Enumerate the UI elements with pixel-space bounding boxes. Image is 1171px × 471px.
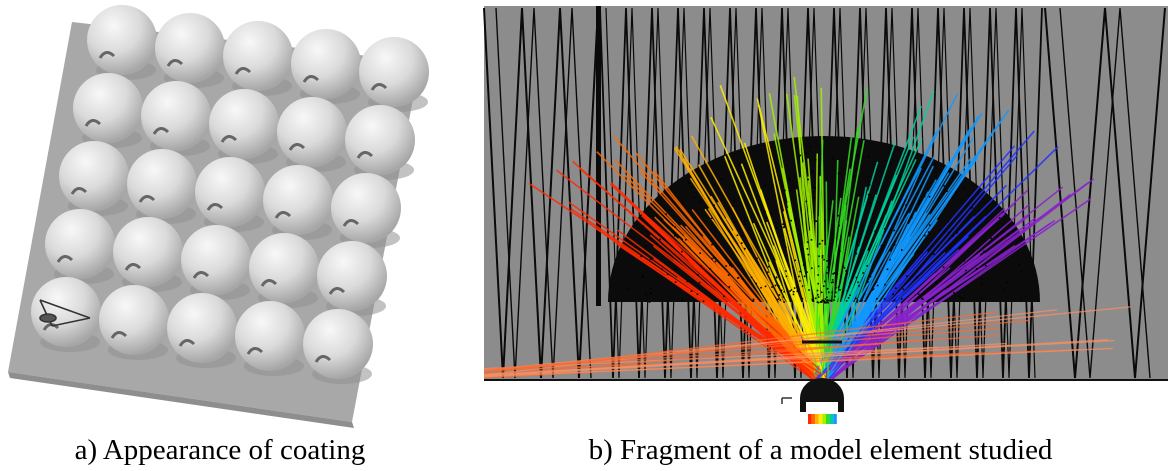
figure-panel-a — [0, 0, 440, 430]
coating-sphere — [155, 13, 225, 88]
coating-sphere — [31, 277, 101, 352]
caption-panel-a: a) Appearance of coating — [74, 434, 366, 466]
measurement-mark — [39, 299, 91, 327]
coating-sphere — [209, 89, 279, 164]
coating-sphere — [291, 29, 361, 104]
caption-panel-b: b) Fragment of a model element studied — [588, 434, 1053, 466]
coating-sphere — [181, 225, 251, 300]
coating-sphere — [45, 209, 115, 284]
coating-sphere — [345, 105, 415, 180]
coating-sphere — [113, 217, 183, 292]
coating-plate-edge — [8, 372, 354, 428]
coating-sphere — [317, 241, 387, 316]
model-element-illustration — [483, 6, 1168, 424]
coating-sphere — [277, 97, 347, 172]
coating-sphere — [99, 285, 169, 360]
small-label-mark — [781, 397, 792, 404]
coating-sphere — [141, 81, 211, 156]
coating-sphere — [263, 165, 333, 240]
coating-sphere — [249, 233, 319, 308]
coating-sphere — [73, 73, 143, 148]
light-rays — [483, 76, 1131, 381]
light-source-detector-icon — [800, 378, 844, 424]
scatter-dots — [628, 145, 1023, 304]
coating-sphere — [59, 141, 129, 216]
coating-sphere — [331, 173, 401, 248]
coating-sphere — [235, 301, 305, 376]
coating-sphere — [127, 149, 197, 224]
coating-sphere — [303, 309, 373, 384]
coating-sphere — [167, 293, 237, 368]
coating-sphere — [359, 37, 429, 112]
coating-illustration — [8, 5, 429, 428]
coating-sphere — [223, 21, 293, 96]
coating-sphere — [195, 157, 265, 232]
coating-sphere — [87, 5, 157, 80]
figure-panel-b — [470, 0, 1171, 430]
